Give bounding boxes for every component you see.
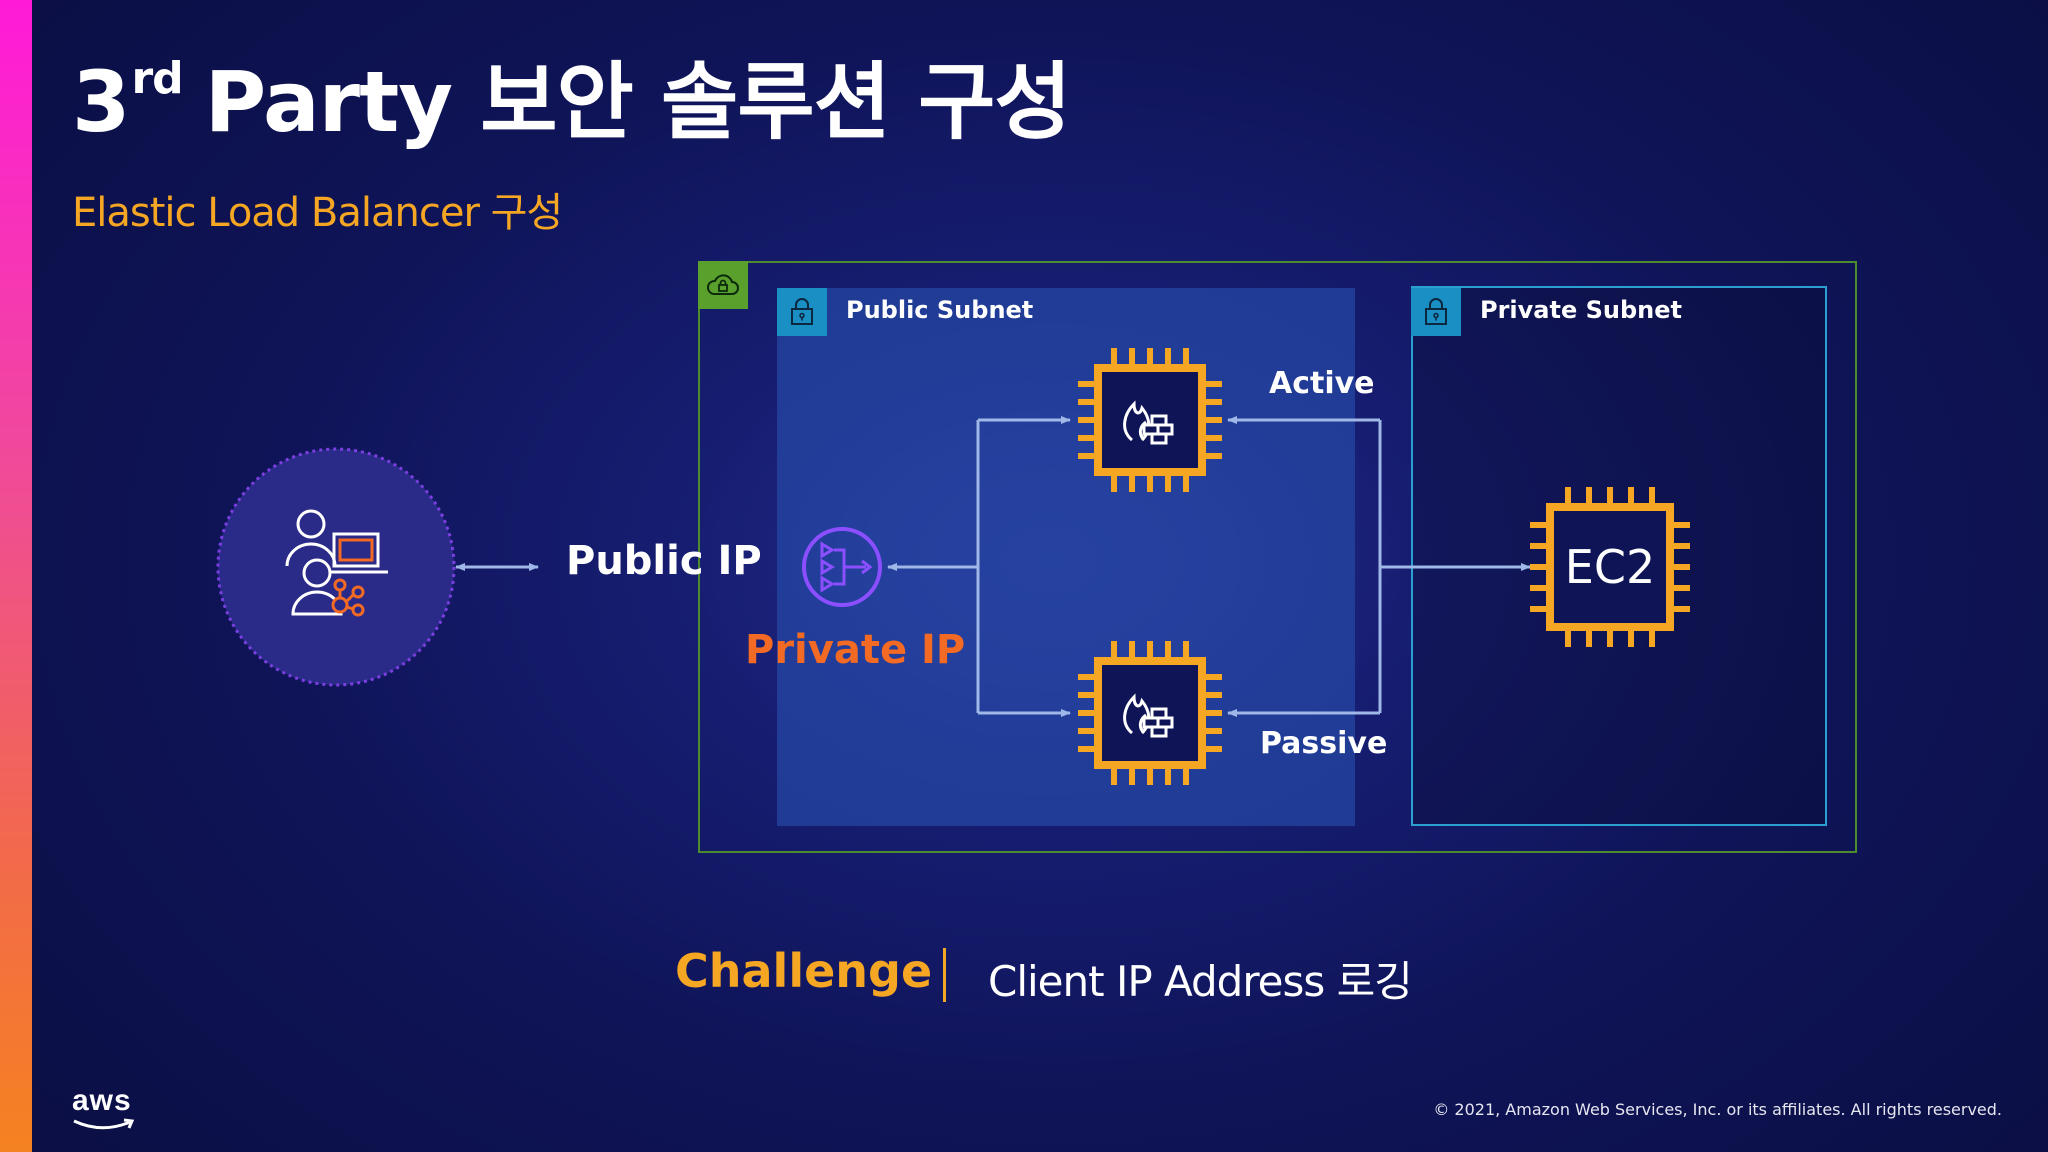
passive-label: Passive bbox=[1260, 726, 1388, 761]
private-subnet-label: Private Subnet bbox=[1480, 296, 1682, 324]
public-ip-label: Public IP bbox=[566, 538, 762, 584]
public-subnet-label: Public Subnet bbox=[846, 296, 1034, 324]
vpc-cloud-icon bbox=[698, 261, 748, 309]
copyright-text: © 2021, Amazon Web Services, Inc. or its… bbox=[1433, 1100, 2002, 1119]
lock-icon bbox=[1411, 288, 1461, 336]
aws-logo: aws bbox=[72, 1084, 135, 1130]
lock-icon bbox=[777, 288, 827, 336]
private-ip-label: Private IP bbox=[745, 627, 966, 673]
challenge-label: Challenge bbox=[675, 944, 933, 998]
challenge-divider bbox=[943, 948, 946, 1002]
page-subtitle: Elastic Load Balancer 구성 bbox=[72, 190, 563, 236]
ec2-label: EC2 bbox=[1564, 540, 1656, 594]
vpc-container bbox=[698, 261, 1857, 853]
challenge-text: Client IP Address 로깅 bbox=[988, 957, 1413, 1006]
accent-bar bbox=[0, 0, 32, 1152]
aws-smile-icon bbox=[73, 1118, 135, 1130]
users-icon bbox=[216, 447, 456, 687]
active-label: Active bbox=[1269, 366, 1375, 401]
